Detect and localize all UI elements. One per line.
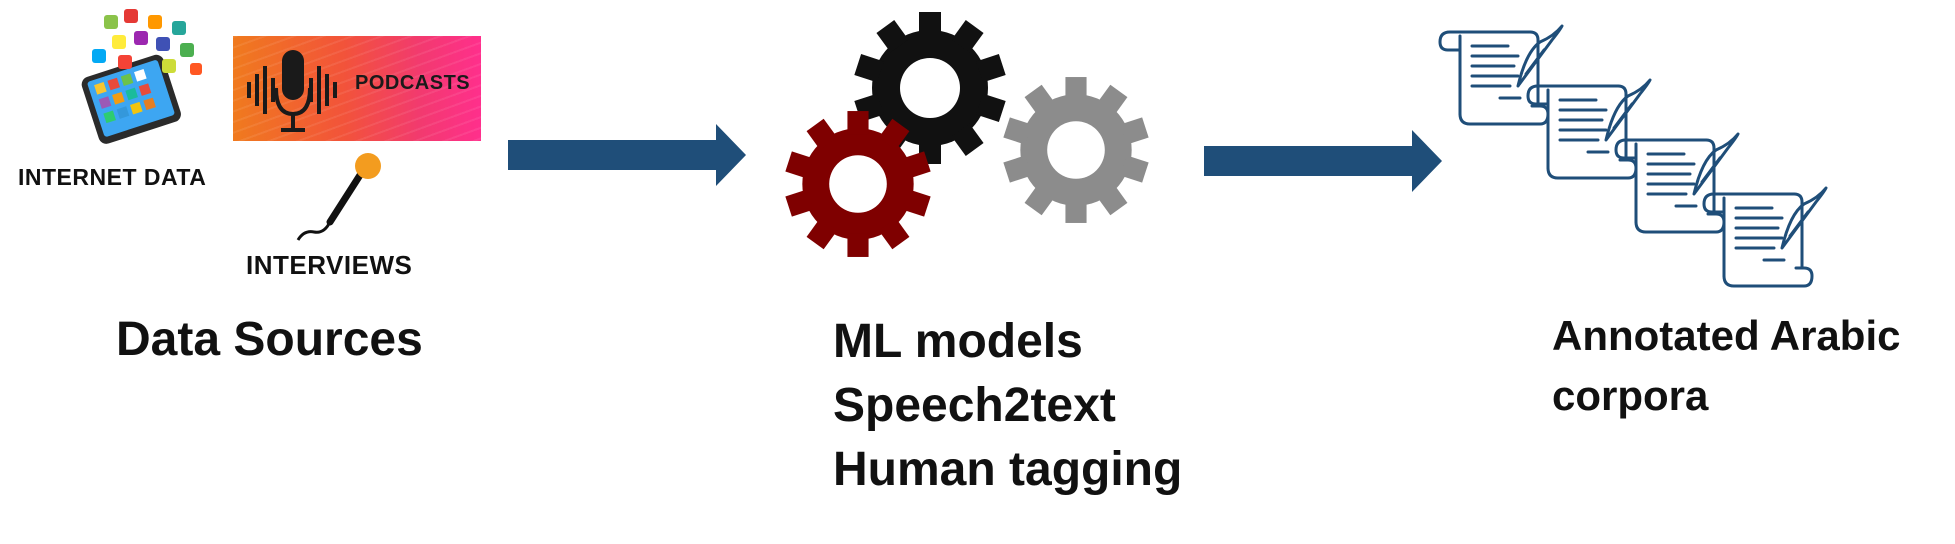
data-sources-title: Data Sources (116, 313, 423, 366)
smartphone-apps-icon (81, 9, 202, 144)
scroll-4 (1702, 186, 1828, 288)
arrow-right-icon (508, 124, 746, 186)
output-labels: Annotated Arabic corpora (1552, 306, 1900, 426)
scroll-2 (1526, 78, 1652, 180)
microphone-icon (296, 153, 381, 241)
process-labels: ML models Speech2text Human tagging (833, 310, 1182, 502)
arrow-right-icon (1204, 130, 1442, 192)
gears-icon (785, 12, 1149, 257)
output-line-corpora: corpora (1552, 372, 1709, 419)
red-gear (785, 111, 931, 257)
output-line-annotated-arabic: Annotated Arabic (1552, 312, 1901, 359)
scrolls-icon (1438, 24, 1828, 288)
podcasts-label: PODCASTS (355, 72, 471, 94)
process-line-ml-models: ML models (833, 315, 1083, 368)
process-line-human-tagging: Human tagging (833, 443, 1183, 496)
microphone-waveform-icon (247, 50, 337, 132)
interviews-label: INTERVIEWS (246, 250, 413, 280)
scroll-1 (1438, 24, 1564, 126)
internet-data-label: INTERNET DATA (18, 164, 207, 190)
podcasts-banner: PODCASTS (233, 36, 481, 141)
gray-gear (1003, 77, 1149, 223)
process-line-speech2text: Speech2text (833, 379, 1116, 432)
data-sources-group: INTERNET DATA PODCASTS INTE (0, 0, 500, 380)
scroll-3 (1614, 132, 1740, 234)
black-gear (854, 12, 1006, 164)
